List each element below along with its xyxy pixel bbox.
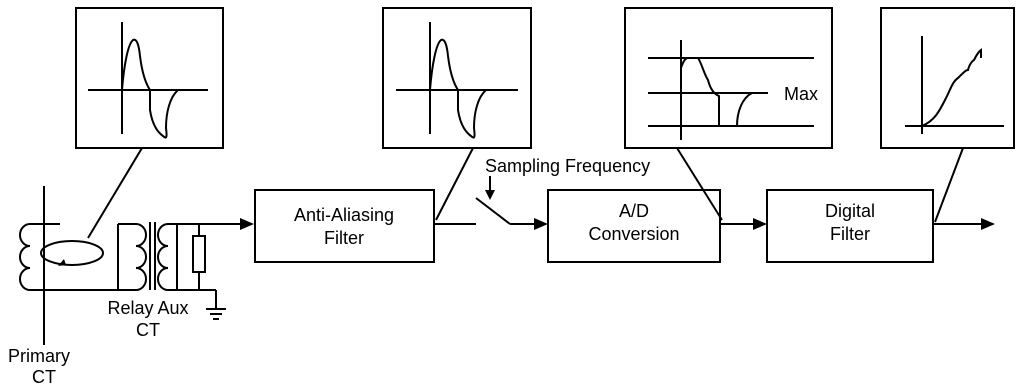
sampling-switch [475, 176, 548, 230]
primary-ct [19, 186, 147, 345]
clipped-waveform [680, 57, 768, 127]
labels: Primary CT Relay Aux CT Anti-Aliasing Fi… [8, 84, 875, 387]
flux-loop [40, 240, 104, 266]
waveform-panel-filter [382, 7, 532, 221]
primary-ct-label-line2: CT [32, 367, 56, 387]
waveform-panel-filter-frame [382, 7, 532, 149]
relay-aux-ct [149, 218, 254, 320]
ct-secondary-coil [118, 223, 147, 291]
primary-ct-label-line1: Primary [8, 346, 70, 366]
burden-resistor [192, 235, 206, 273]
waveform-panel-digital [880, 7, 1015, 223]
switch-blade [475, 197, 511, 225]
leader-line-digital [934, 147, 964, 223]
waveform-panel-digital-frame [880, 7, 1015, 149]
waveform-panel-ct-frame [75, 7, 224, 149]
flux-arrow-head [58, 259, 66, 266]
anti-aliasing-filter-block [254, 189, 435, 263]
ad-conversion-block [547, 189, 721, 263]
leader-line-filter [435, 147, 474, 221]
fault-current-waveform [121, 38, 179, 139]
primary-ct-core [19, 223, 118, 291]
aux-ct-secondary-coil [157, 223, 177, 291]
digital-filter-label-line1: Digital [825, 201, 875, 221]
ad-conversion-label-line1: A/D [619, 201, 649, 221]
leader-line-ct [87, 147, 143, 239]
max-level-label: Max [784, 84, 818, 104]
filtered-waveform [429, 38, 487, 139]
waveform-panel-ad-frame [624, 7, 833, 149]
waveform-panel-ad [624, 7, 833, 221]
digital-filter-block [766, 189, 934, 263]
digital-filter-label-line2: Filter [830, 224, 870, 244]
anti-aliasing-label-line2: Filter [324, 228, 364, 248]
rms-magnitude-curve [921, 48, 982, 127]
waveform-panel-ct [75, 7, 224, 239]
sampling-frequency-label: Sampling Frequency [485, 156, 650, 176]
relay-aux-ct-label-line2: CT [136, 320, 160, 340]
relay-aux-ct-label-line1: Relay Aux [107, 298, 188, 318]
leader-line-ad [676, 147, 723, 221]
ad-conversion-label-line2: Conversion [588, 224, 679, 244]
anti-aliasing-label-line1: Anti-Aliasing [294, 205, 394, 225]
